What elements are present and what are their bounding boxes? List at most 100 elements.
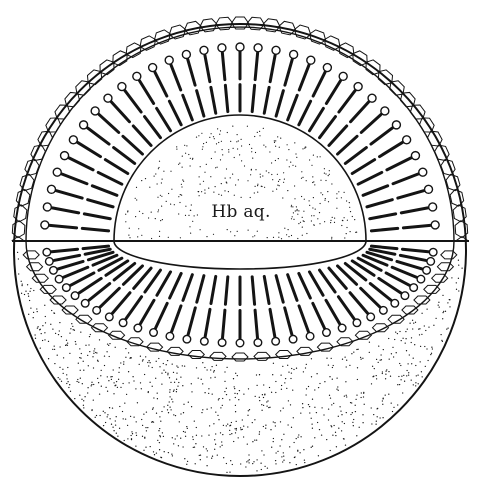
- stipple-dot: [290, 378, 291, 379]
- stipple-dot: [173, 443, 174, 444]
- stipple-dot: [273, 363, 274, 364]
- stipple-dot: [335, 432, 336, 433]
- stipple-dot: [169, 406, 170, 407]
- stipple-dot: [128, 352, 129, 353]
- core-dot: [283, 172, 284, 173]
- stipple-dot: [383, 398, 384, 399]
- lipid-molecule: [299, 64, 332, 125]
- stipple-dot: [127, 438, 128, 439]
- core-dot: [298, 223, 299, 224]
- core-dot: [328, 175, 329, 176]
- stipple-dot: [418, 383, 419, 384]
- stipple-dot: [113, 382, 114, 383]
- stipple-dot: [113, 393, 114, 394]
- stipple-dot: [237, 375, 238, 376]
- stipple-dot: [73, 329, 74, 330]
- stipple-dot: [45, 322, 46, 323]
- stipple-dot: [237, 393, 238, 394]
- stipple-dot: [336, 388, 337, 389]
- stipple-dot: [201, 412, 202, 413]
- stipple-dot: [284, 382, 285, 383]
- stipple-dot: [378, 362, 379, 363]
- core-dot: [250, 197, 251, 198]
- core-dot: [284, 179, 285, 180]
- stipple-dot: [109, 356, 110, 357]
- stipple-dot: [311, 376, 312, 377]
- stipple-dot: [174, 382, 175, 383]
- core-dot: [325, 173, 326, 174]
- core-dot: [287, 190, 288, 191]
- core-dot: [349, 207, 350, 208]
- stipple-dot: [35, 338, 36, 339]
- stipple-dot: [51, 310, 52, 311]
- stipple-dot: [21, 285, 22, 286]
- stipple-dot: [318, 455, 319, 456]
- core-dot: [330, 220, 331, 221]
- core-dot: [248, 230, 249, 231]
- stipple-dot: [442, 312, 443, 313]
- core-dot: [297, 214, 298, 215]
- stipple-dot: [136, 435, 137, 436]
- core-dot: [251, 169, 252, 170]
- stipple-dot: [263, 397, 264, 398]
- stipple-dot: [159, 366, 160, 367]
- stipple-dot: [381, 359, 382, 360]
- stipple-dot: [371, 383, 372, 384]
- stipple-dot: [153, 397, 154, 398]
- stipple-dot: [218, 399, 219, 400]
- stipple-dot: [191, 383, 192, 384]
- stipple-dot: [214, 370, 215, 371]
- stipple-dot: [282, 366, 283, 367]
- stipple-dot: [149, 362, 150, 363]
- stipple-dot: [87, 387, 88, 388]
- core-dot: [309, 200, 310, 201]
- stipple-dot: [263, 454, 264, 455]
- stipple-dot: [345, 381, 346, 382]
- stipple-dot: [256, 374, 257, 375]
- core-dot: [185, 153, 186, 154]
- core-dot: [354, 219, 355, 220]
- stipple-dot: [195, 463, 196, 464]
- stipple-dot: [421, 371, 422, 372]
- stipple-dot: [379, 417, 380, 418]
- stipple-dot: [420, 346, 421, 347]
- core-dot: [176, 149, 177, 150]
- stipple-dot: [78, 363, 79, 364]
- stipple-dot: [45, 316, 46, 317]
- core-dot: [210, 176, 211, 177]
- stipple-dot: [230, 460, 231, 461]
- stipple-dot: [421, 313, 422, 314]
- stipple-dot: [357, 379, 358, 380]
- stipple-dot: [344, 423, 345, 424]
- core-dot: [190, 158, 191, 159]
- core-dot: [125, 221, 126, 222]
- core-dot: [327, 191, 328, 192]
- core-dot: [136, 199, 137, 200]
- stipple-dot: [183, 412, 184, 413]
- core-dot: [129, 228, 130, 229]
- stipple-dot: [176, 391, 177, 392]
- stipple-dot: [235, 373, 236, 374]
- stipple-dot: [162, 432, 163, 433]
- stipple-dot: [226, 425, 227, 426]
- stipple-dot: [122, 383, 123, 384]
- stipple-dot: [223, 425, 224, 426]
- stipple-dot: [34, 334, 35, 335]
- core-dot: [228, 151, 229, 152]
- stipple-dot: [66, 378, 67, 379]
- stipple-dot: [156, 413, 157, 414]
- lipid-molecule: [236, 43, 244, 111]
- core-dot: [283, 182, 284, 183]
- stipple-dot: [311, 423, 312, 424]
- core-dot: [251, 151, 252, 152]
- stipple-dot: [72, 326, 73, 327]
- core-dot: [162, 179, 163, 180]
- stipple-dot: [55, 333, 56, 334]
- lipid-molecule: [358, 152, 419, 185]
- stipple-dot: [125, 348, 126, 349]
- stipple-dot: [412, 328, 413, 329]
- stipple-dot: [359, 427, 360, 428]
- stipple-dot: [247, 426, 248, 427]
- stipple-dot: [248, 388, 249, 389]
- stipple-dot: [91, 382, 92, 383]
